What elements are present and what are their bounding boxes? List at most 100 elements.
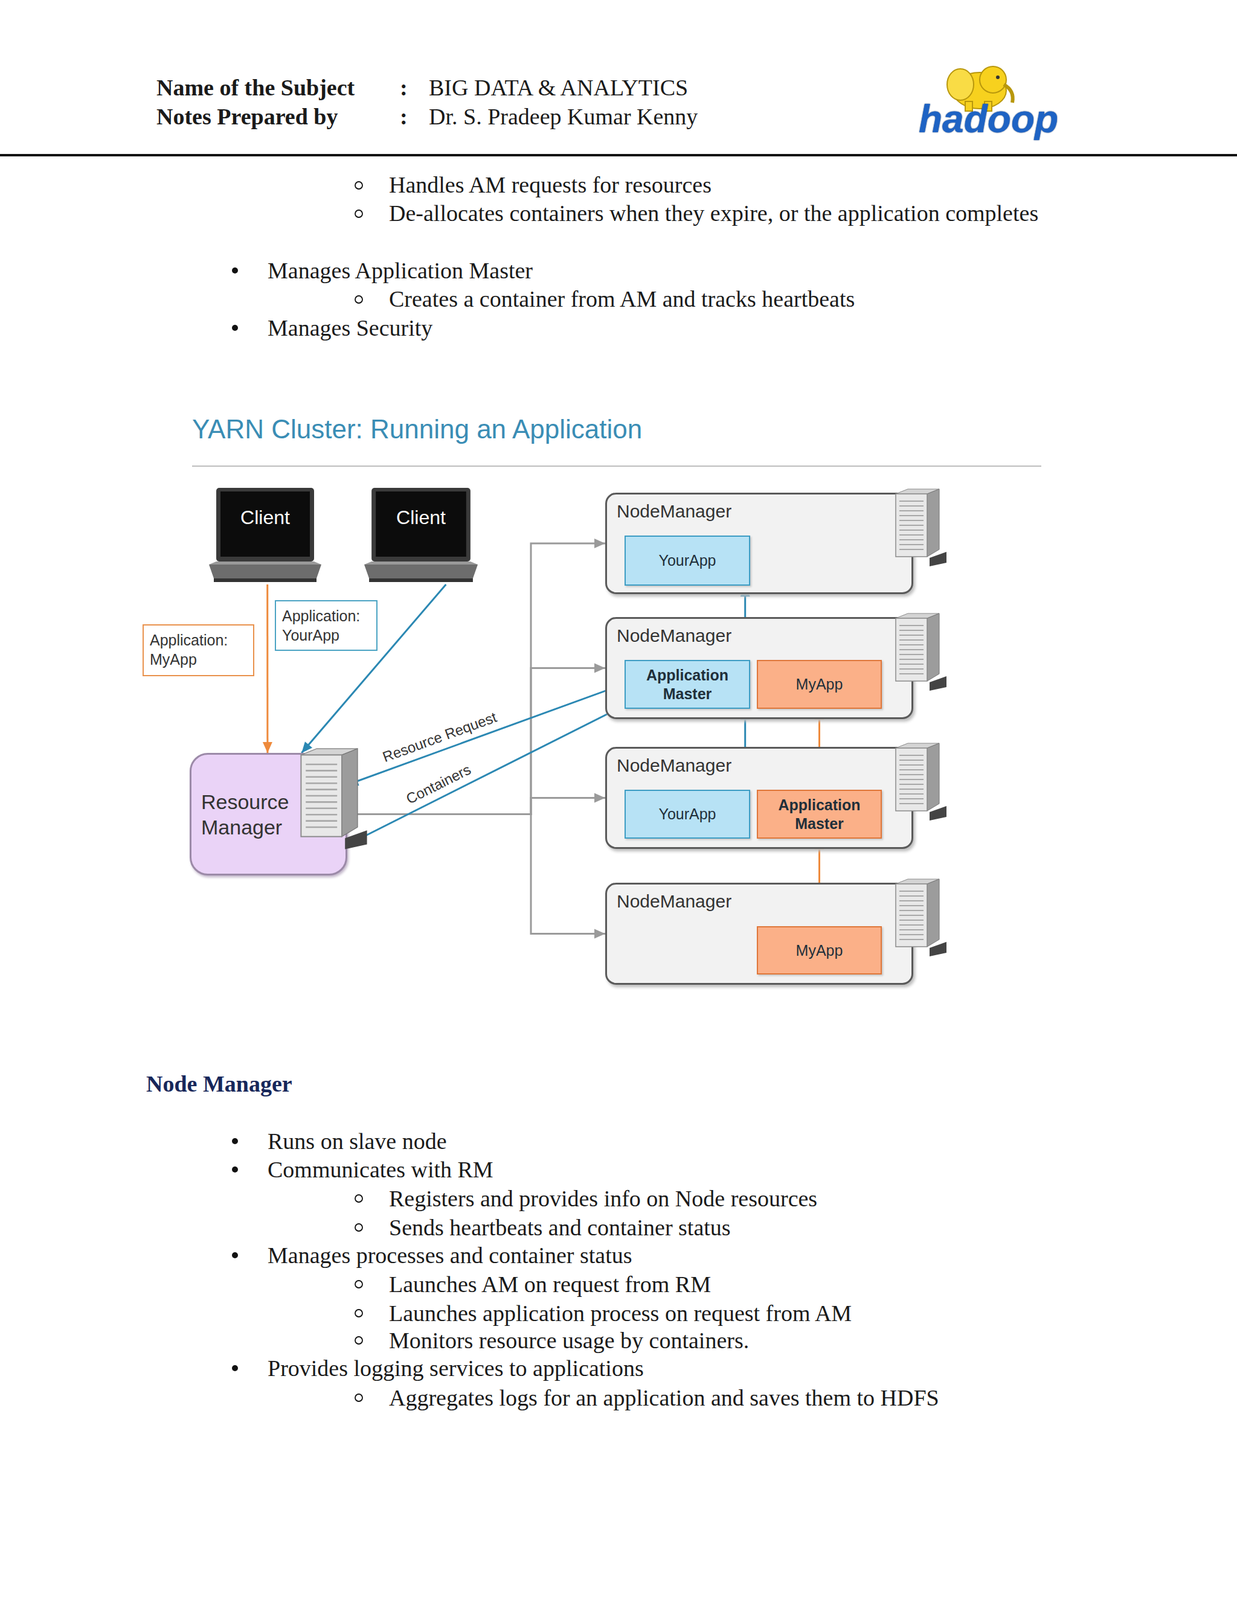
label-holder: Handles AM requests for resources <box>388 170 712 200</box>
resource-manager-box: Resource Manager <box>189 753 348 876</box>
laptop-base <box>364 564 478 579</box>
header-colon: : <box>399 73 408 103</box>
connector <box>347 705 625 846</box>
hadoop-elephant <box>947 66 1013 112</box>
node-manager-label: NodeManager <box>607 748 912 777</box>
connector <box>262 584 273 754</box>
node-manager-box: NodeManagerMyApp <box>605 883 914 986</box>
connector-line <box>347 668 606 815</box>
application-tag: Application: MyApp <box>142 624 255 677</box>
label-holder: Creates a container from AM and tracks h… <box>388 285 855 314</box>
label-holder: Communicates with RM <box>267 1156 494 1185</box>
label-holder: Notes Prepared by <box>156 102 338 132</box>
connector-line <box>347 814 606 935</box>
label-holder: : <box>399 73 408 103</box>
label-holder: BIG DATA & ANALYTICS <box>428 73 688 103</box>
label-holder: Launches application process on request … <box>388 1299 852 1329</box>
connector-line <box>266 584 269 754</box>
laptop-hinge <box>364 561 478 565</box>
node-label: Resource Manager <box>201 789 298 841</box>
bullet-dots <box>231 267 238 1372</box>
connector-line <box>347 543 606 815</box>
connector-line <box>347 684 625 786</box>
label-holder: Node Manager <box>146 1070 293 1099</box>
app-container: Application Master <box>756 790 882 839</box>
connector <box>347 684 625 786</box>
app-container: MyApp <box>756 660 882 710</box>
node-label: Application: YourApp <box>282 606 371 646</box>
node-manager-box: NodeManagerYourApp <box>605 492 914 595</box>
header-value: BIG DATA & ANALYTICS <box>428 73 688 103</box>
arrow-head <box>594 663 606 674</box>
label-holder: Manages Security <box>267 314 433 343</box>
bullet-circles <box>355 181 363 1402</box>
label-holder: Registers and provides info on Node reso… <box>388 1185 818 1214</box>
sub-bullet-text: Monitors resource usage by containers. <box>388 1326 749 1356</box>
title-underline <box>192 465 1042 467</box>
label-holder: Provides logging services to application… <box>267 1354 644 1384</box>
label-holder: Launches AM on request from RM <box>388 1270 711 1300</box>
arrow-head <box>594 793 606 804</box>
node-label: Application Master <box>625 666 749 704</box>
label-holder: De-allocates containers when they expire… <box>388 199 1091 228</box>
arrow-head <box>262 742 273 754</box>
node-label: MyApp <box>792 941 847 961</box>
sub-bullet-text: Launches application process on request … <box>388 1299 852 1329</box>
sub-bullet-text: Launches AM on request from RM <box>388 1270 711 1300</box>
header-label: Name of the Subject <box>156 73 355 103</box>
header-rule <box>0 154 1237 157</box>
sub-bullet-text: Aggregates logs for an application and s… <box>388 1384 940 1413</box>
bullet-text: Communicates with RM <box>267 1156 494 1185</box>
edge-label-holder: Containers <box>403 761 474 808</box>
sub-bullet-text: Creates a container from AM and tracks h… <box>388 285 855 314</box>
node-manager-label: NodeManager <box>607 884 912 913</box>
node-manager-box: NodeManagerApplication Master MyApp <box>605 617 914 720</box>
connector <box>347 538 606 815</box>
laptop-outline <box>208 488 322 585</box>
node-label: Application Master <box>758 796 881 834</box>
app-container: YourApp <box>624 535 751 586</box>
title-holder: YARN Cluster: Running an Application <box>192 413 643 446</box>
node-label: MyApp <box>792 675 847 695</box>
node-label: YourApp <box>655 551 720 571</box>
client-laptop: Client <box>364 488 478 585</box>
arrow-head <box>347 776 360 786</box>
node-manager-label: NodeManager <box>607 494 912 523</box>
label-holder: Manages Application Master <box>267 256 533 286</box>
edge-label-holder: Resource Request <box>380 708 499 766</box>
application-tag: Application: YourApp <box>274 600 378 652</box>
connector <box>347 793 606 815</box>
section-heading: Node Manager <box>146 1070 293 1099</box>
client-laptop: Client <box>208 488 322 585</box>
node-label: Application: MyApp <box>149 630 248 670</box>
label-holder: Dr. S. Pradeep Kumar Kenny <box>428 102 698 132</box>
label-holder: : <box>399 102 408 132</box>
label-holder: Monitors resource usage by containers. <box>388 1326 749 1356</box>
sub-bullet-text: Registers and provides info on Node reso… <box>388 1185 818 1214</box>
label-holder: Aggregates logs for an application and s… <box>388 1384 940 1413</box>
bullet-text: Runs on slave node <box>267 1127 447 1157</box>
bullet-text: Manages processes and container status <box>267 1241 633 1271</box>
node-manager-label: NodeManager <box>607 619 912 647</box>
laptop-shadow <box>369 578 473 583</box>
node-label: Client <box>364 488 478 530</box>
header-label: Notes Prepared by <box>156 102 338 132</box>
connector-line <box>347 705 625 846</box>
label-holder: Sends heartbeats and container status <box>388 1214 731 1243</box>
edge-label: Containers <box>403 761 474 808</box>
label-holder: Name of the Subject <box>156 73 355 103</box>
laptop-outline <box>364 488 478 585</box>
label-holder: hadoop <box>918 96 1059 142</box>
arrow-head <box>594 929 606 940</box>
laptop-base <box>208 564 322 579</box>
header-value: Dr. S. Pradeep Kumar Kenny <box>428 102 698 132</box>
sub-bullet-text: De-allocates containers when they expire… <box>388 199 1091 228</box>
laptop-shadow <box>213 578 317 583</box>
header-colon: : <box>399 102 408 132</box>
bullet-text: Provides logging services to application… <box>267 1354 644 1384</box>
diagram-title: YARN Cluster: Running an Application <box>192 413 643 446</box>
edge-label: Resource Request <box>380 708 499 766</box>
app-container: Application Master <box>624 660 751 710</box>
app-container: MyApp <box>756 926 882 975</box>
